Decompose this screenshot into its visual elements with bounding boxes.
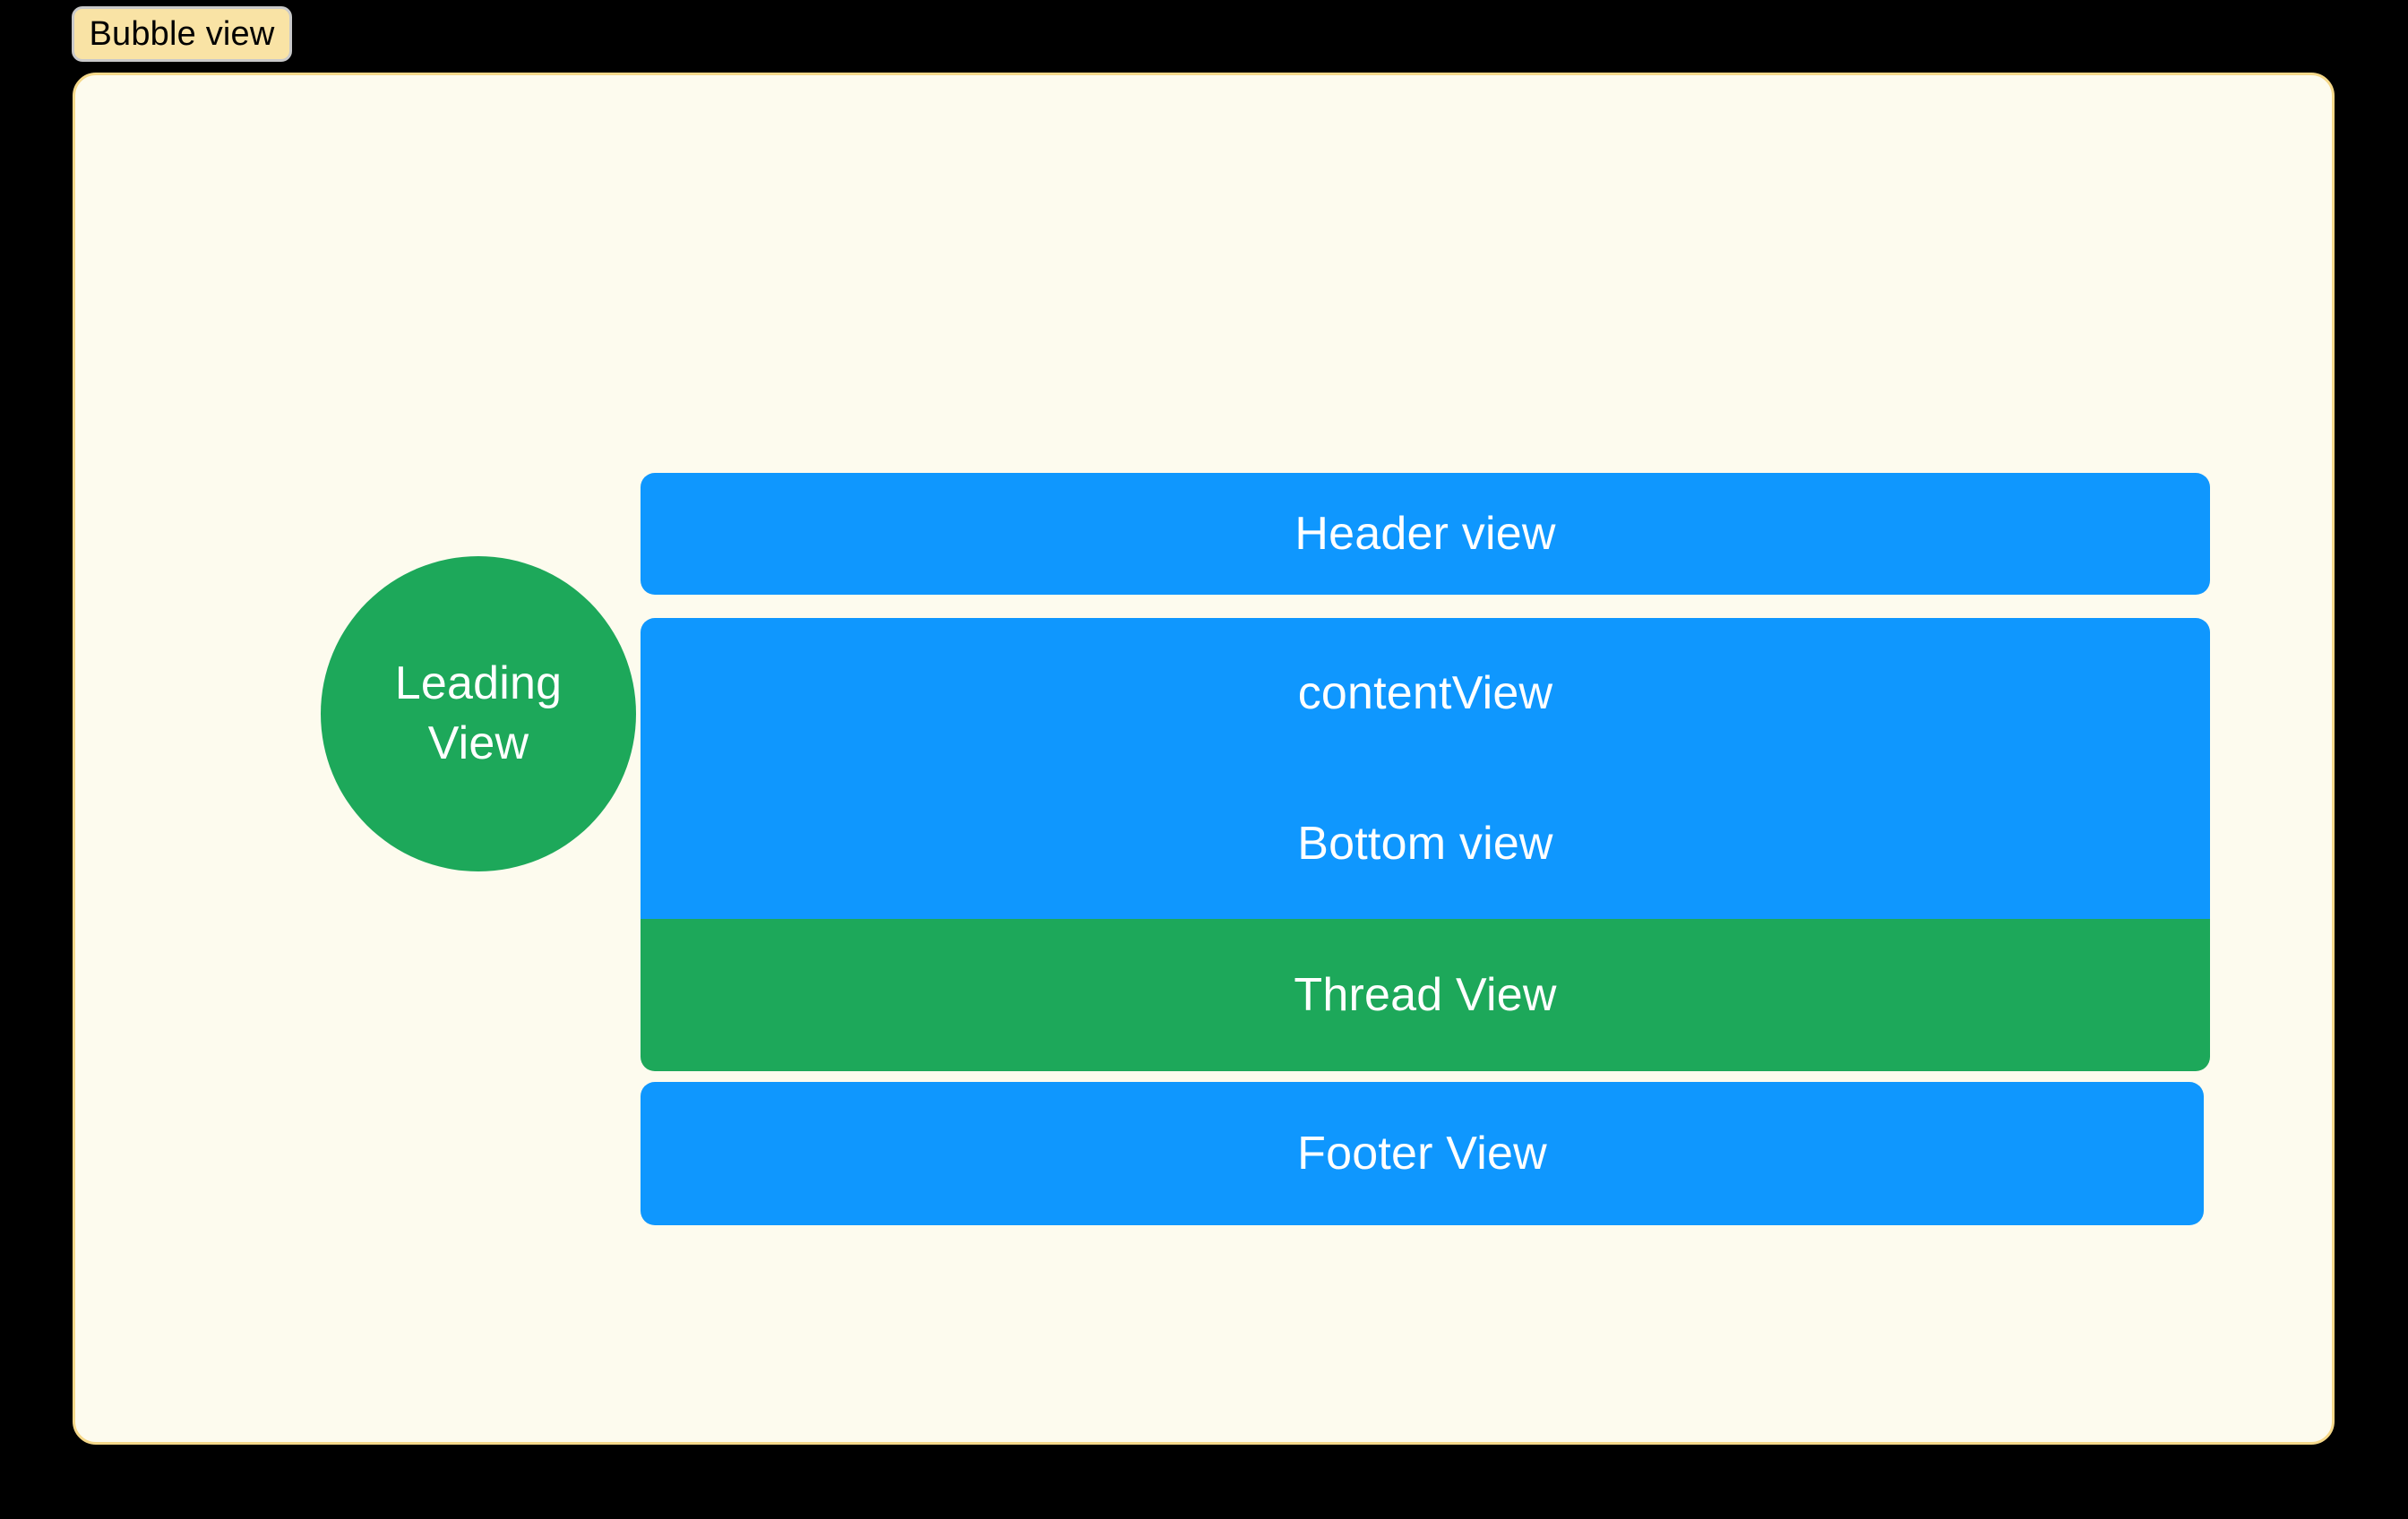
bubble-view-canvas: Leading View Header view contentView Bot… bbox=[73, 73, 2335, 1445]
leading-view-line2-text: View bbox=[427, 717, 529, 769]
bubble-view-tag[interactable]: Bubble view bbox=[72, 6, 292, 62]
bottom-view-row[interactable]: Bottom view bbox=[641, 768, 2210, 919]
leading-view-label-line1: Leading bbox=[395, 654, 562, 714]
leading-view-circle[interactable]: Leading View bbox=[321, 556, 636, 871]
bubble-view-tag-label: Bubble view bbox=[89, 15, 275, 53]
content-view-label: contentView bbox=[1297, 667, 1553, 719]
footer-view-label: Footer View bbox=[1297, 1128, 1547, 1180]
thread-view-bar[interactable]: Thread View bbox=[641, 919, 2210, 1071]
content-view-row[interactable]: contentView bbox=[641, 618, 2210, 768]
content-view-bar[interactable]: contentView Bottom view bbox=[641, 618, 2210, 919]
bottom-view-label: Bottom view bbox=[1297, 818, 1553, 870]
header-view-bar[interactable]: Header view bbox=[641, 473, 2210, 595]
thread-view-label: Thread View bbox=[1294, 969, 1557, 1021]
footer-view-bar[interactable]: Footer View bbox=[641, 1082, 2204, 1225]
leading-view-label-line2: View bbox=[428, 714, 529, 774]
leading-view-line1-text: Leading bbox=[394, 657, 563, 710]
header-view-label: Header view bbox=[1294, 508, 1556, 560]
